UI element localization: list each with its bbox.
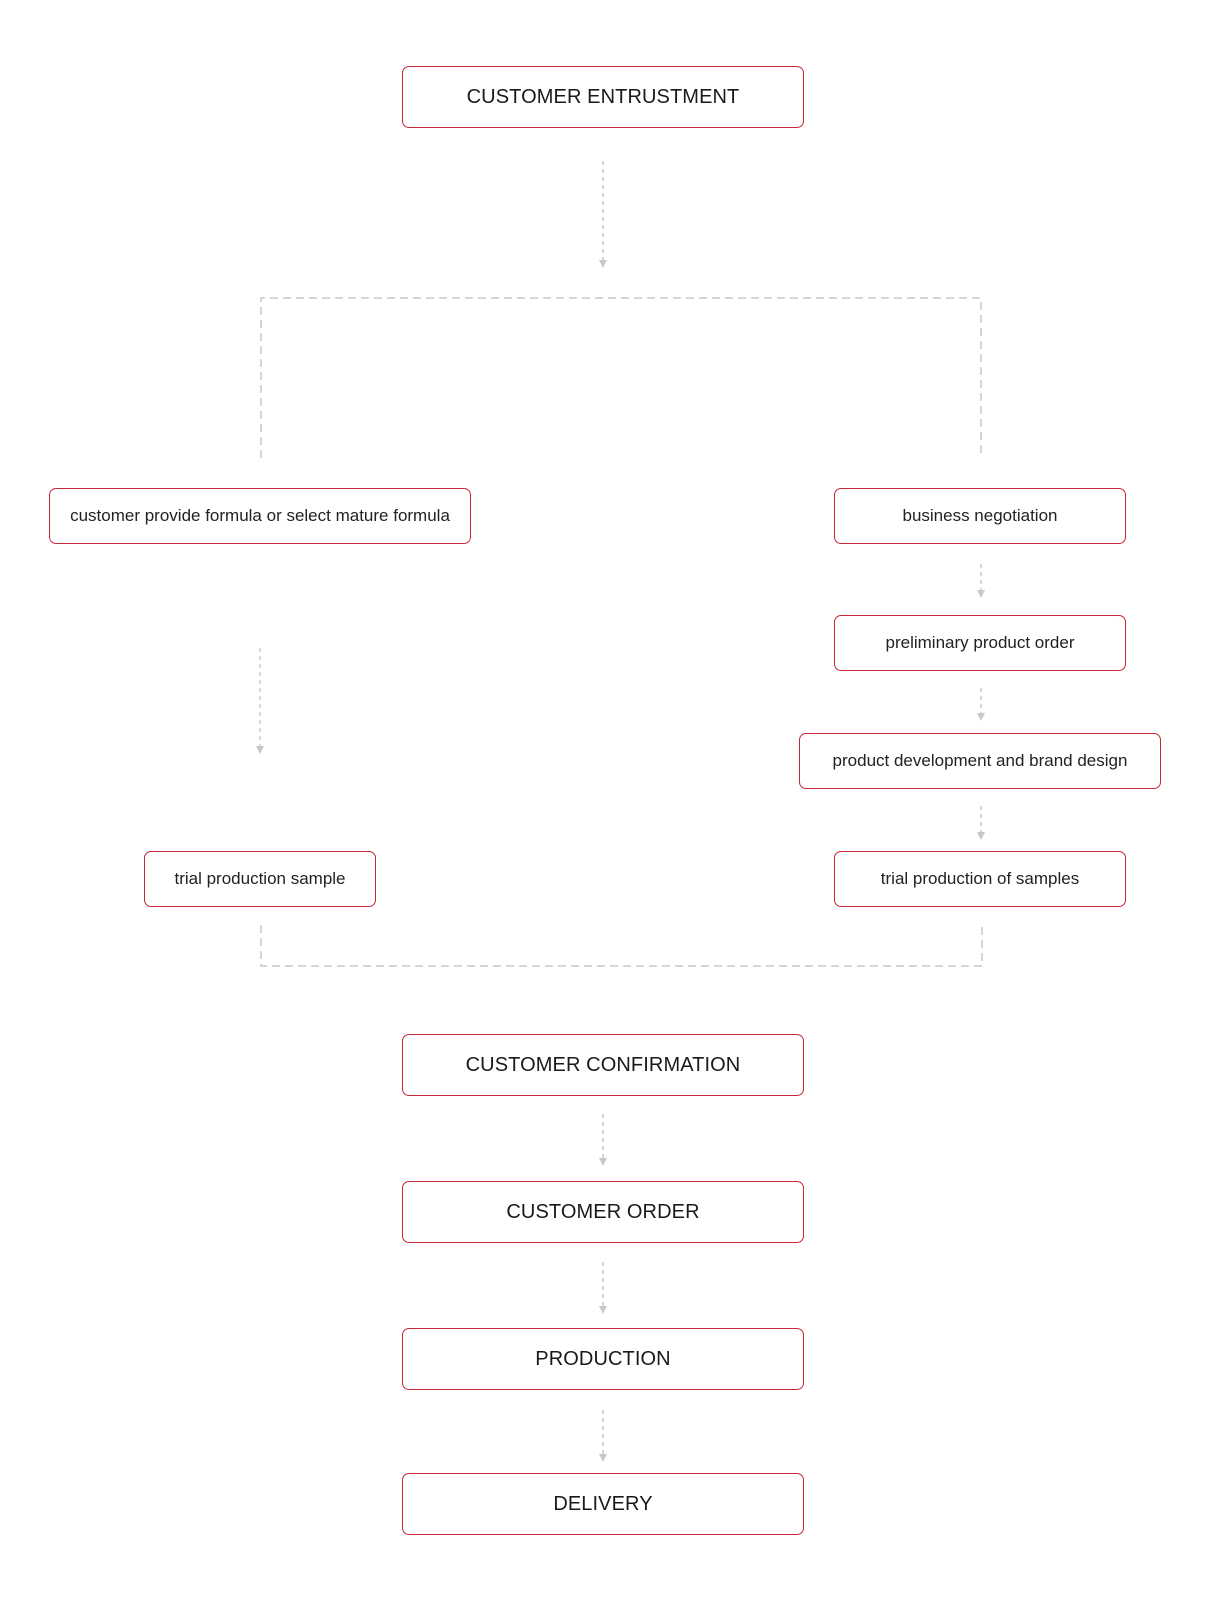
step-trial-samples-right: trial production of samples xyxy=(834,851,1126,907)
step-label: preliminary product order xyxy=(885,633,1075,652)
step-customer-order: CUSTOMER ORDER xyxy=(402,1181,804,1243)
step-label: trial production sample xyxy=(174,869,346,888)
split-bracket xyxy=(260,297,982,458)
step-label: CUSTOMER CONFIRMATION xyxy=(465,1053,741,1076)
step-production: PRODUCTION xyxy=(402,1328,804,1390)
step-product-development: product development and brand design xyxy=(799,733,1161,789)
step-trial-sample-left: trial production sample xyxy=(144,851,376,907)
step-label: product development and brand design xyxy=(832,751,1128,770)
step-customer-formula: customer provide formula or select matur… xyxy=(49,488,471,544)
step-label: business negotiation xyxy=(902,506,1058,525)
step-label: CUSTOMER ORDER xyxy=(506,1200,700,1223)
step-label: CUSTOMER ENTRUSTMENT xyxy=(466,85,740,108)
step-label: DELIVERY xyxy=(553,1492,653,1515)
step-customer-confirmation: CUSTOMER CONFIRMATION xyxy=(402,1034,804,1096)
step-label: customer provide formula or select matur… xyxy=(70,506,450,525)
step-preliminary-order: preliminary product order xyxy=(834,615,1126,671)
step-business-negotiation: business negotiation xyxy=(834,488,1126,544)
step-delivery: DELIVERY xyxy=(402,1473,804,1535)
merge-bracket xyxy=(260,925,983,967)
step-customer-entrustment: CUSTOMER ENTRUSTMENT xyxy=(402,66,804,128)
step-label: PRODUCTION xyxy=(535,1347,671,1370)
step-label: trial production of samples xyxy=(880,869,1080,888)
